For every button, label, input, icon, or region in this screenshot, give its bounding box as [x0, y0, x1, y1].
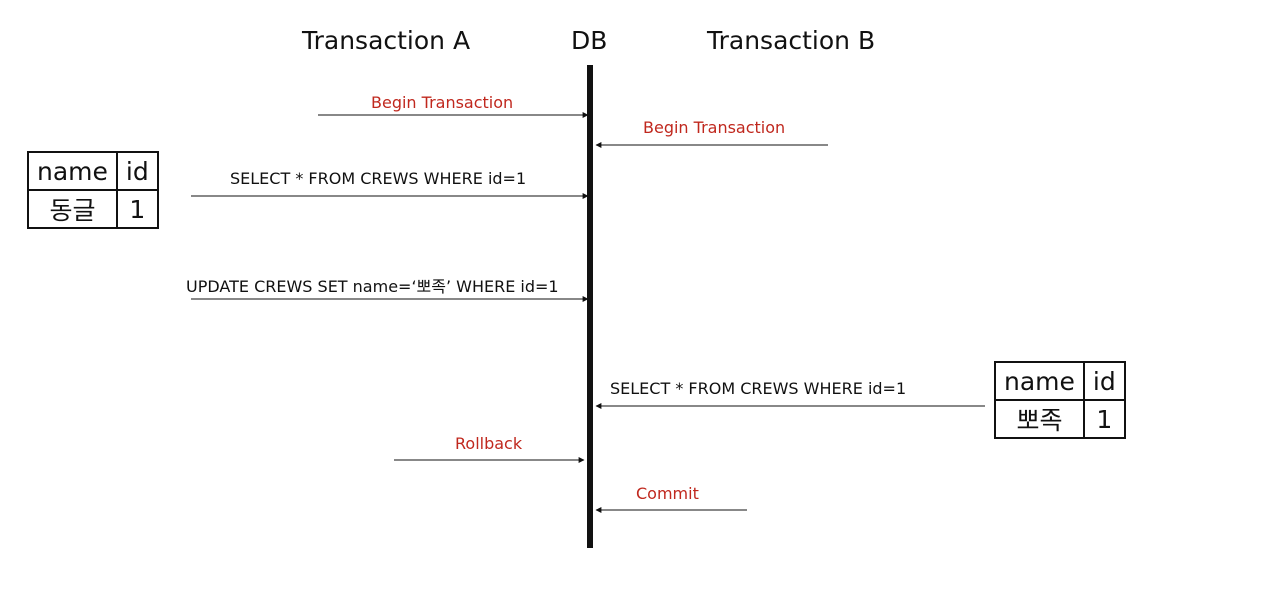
table-header-cell: name	[994, 361, 1085, 401]
label-begin-transaction-a: Begin Transaction	[371, 93, 514, 112]
table-header-row: name id	[27, 151, 159, 191]
result-table-a: name id 동글 1	[27, 151, 159, 229]
header-transaction-b: Transaction B	[707, 26, 876, 55]
table-header-cell: id	[1082, 361, 1126, 401]
result-table-b: name id 뽀족 1	[994, 361, 1126, 439]
table-row: 뽀족 1	[994, 399, 1126, 439]
label-begin-transaction-b: Begin Transaction	[643, 118, 786, 137]
label-select-b: SELECT * FROM CREWS WHERE id=1	[610, 379, 907, 398]
table-cell: 1	[1082, 399, 1126, 439]
label-commit: Commit	[636, 484, 699, 503]
table-header-cell: id	[115, 151, 159, 191]
label-update-a: UPDATE CREWS SET name=‘뽀족’ WHERE id=1	[186, 277, 559, 296]
table-header-row: name id	[994, 361, 1126, 401]
table-cell: 1	[115, 189, 159, 229]
header-db: DB	[571, 26, 608, 55]
table-header-cell: name	[27, 151, 118, 191]
header-transaction-a: Transaction A	[302, 26, 471, 55]
label-select-a: SELECT * FROM CREWS WHERE id=1	[230, 169, 527, 188]
table-cell: 동글	[27, 189, 118, 229]
table-cell: 뽀족	[994, 399, 1085, 439]
label-rollback: Rollback	[455, 434, 523, 453]
table-row: 동글 1	[27, 189, 159, 229]
